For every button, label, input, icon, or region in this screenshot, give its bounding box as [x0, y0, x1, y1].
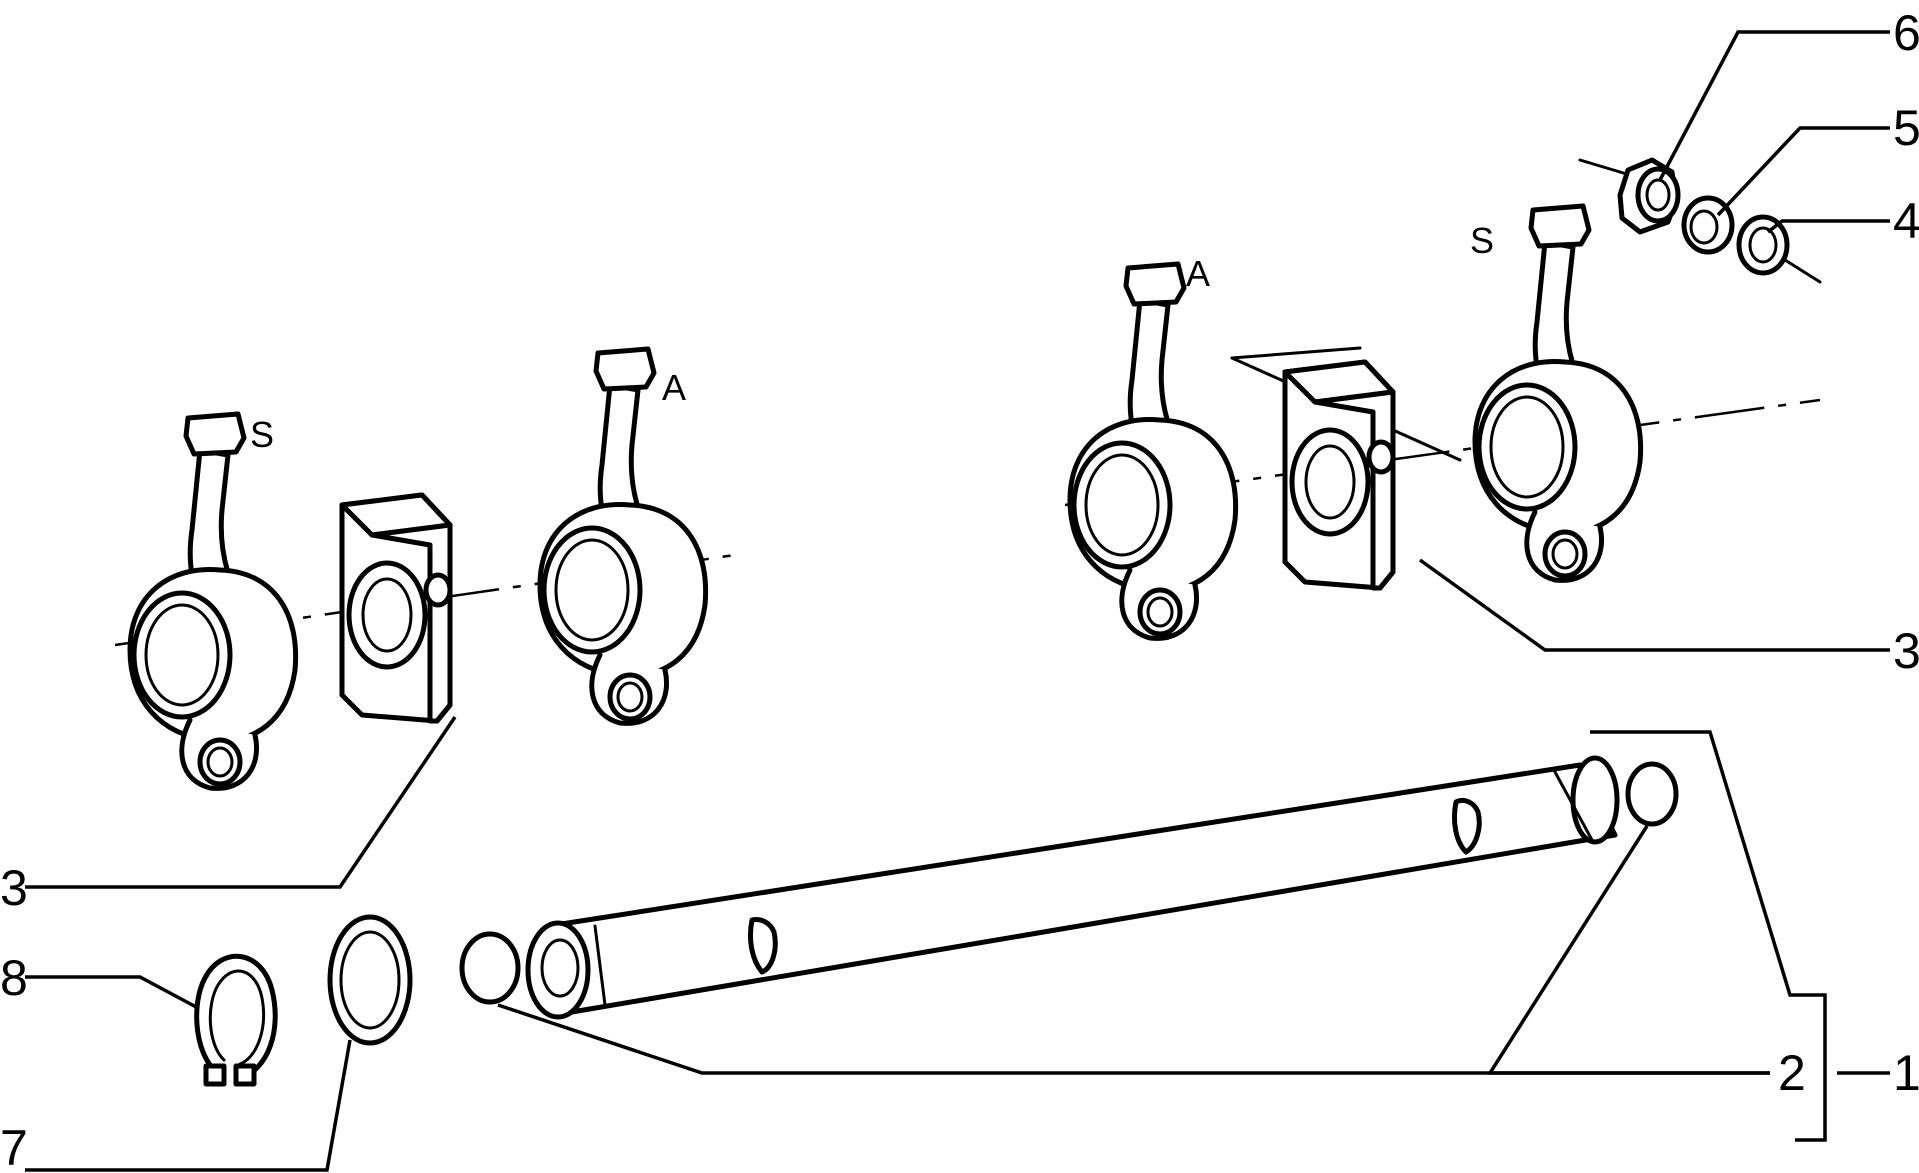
callout-1: 1 [1893, 1045, 1919, 1101]
left-arm-s-label: S [250, 414, 274, 455]
leader-lines [25, 30, 1890, 1172]
callout-2: 2 [1778, 1045, 1806, 1101]
left-rocker-arm-s [130, 414, 296, 788]
right-rocker-arm-a [1070, 264, 1236, 638]
callout-5: 5 [1893, 100, 1919, 156]
right-rocker-assembly: A S [1064, 206, 1821, 638]
circlip [194, 953, 278, 1087]
fastener-set [1578, 157, 1822, 284]
callout-3-right: 3 [1893, 623, 1919, 679]
callout-4: 4 [1893, 193, 1919, 249]
rocker-shaft [525, 755, 1620, 1020]
left-rocker-bracket [342, 495, 450, 721]
callout-3-left: 3 [0, 860, 28, 916]
shaft-plug-left [459, 931, 521, 1005]
callout-7: 7 [0, 1120, 28, 1173]
callout-numbers: 6 5 4 3 3 8 7 2 1 [0, 5, 1919, 1173]
nut [1617, 157, 1681, 235]
callout-8: 8 [0, 950, 28, 1006]
right-arm-s-label: S [1470, 220, 1494, 261]
right-arm-a-label: A [1186, 253, 1210, 294]
right-rocker-arm-s [1475, 206, 1641, 580]
shaft-plug-right [1625, 761, 1679, 827]
thrust-washer [327, 914, 413, 1046]
left-arm-a-label: A [662, 367, 686, 408]
callout-6: 6 [1893, 5, 1919, 61]
flat-washer [1736, 214, 1790, 276]
left-rocker-assembly: S A [114, 349, 736, 788]
right-rocker-bracket [1285, 362, 1393, 588]
